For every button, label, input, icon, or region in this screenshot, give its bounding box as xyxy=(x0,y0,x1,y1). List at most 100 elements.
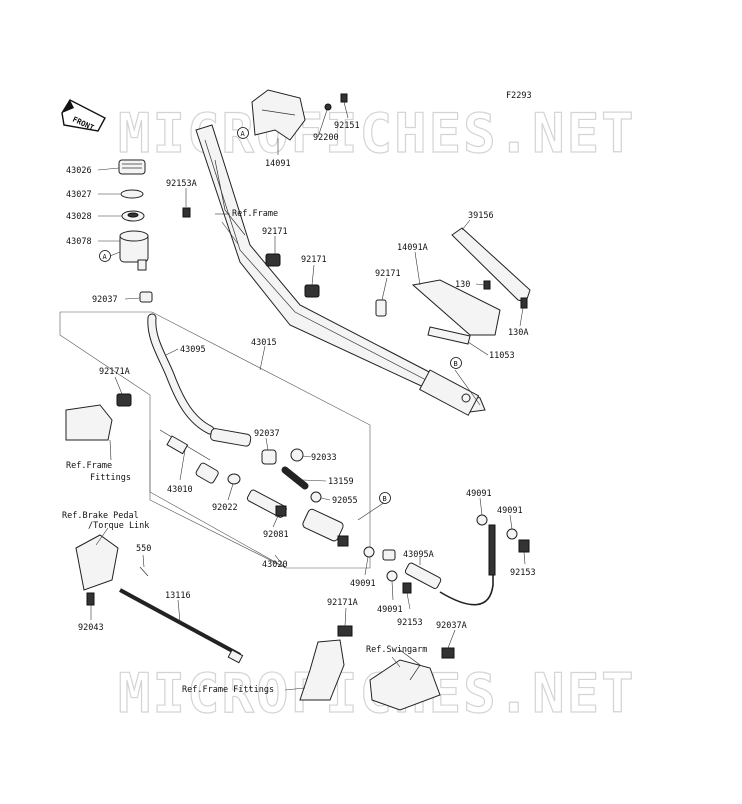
label-13159: 13159 xyxy=(328,477,354,487)
oring-92055 xyxy=(310,491,322,503)
ref-frame-fittings-bottom: Ref.Frame Fittings xyxy=(182,685,274,695)
spring-92081 xyxy=(275,505,287,517)
frame-fitting-left xyxy=(65,404,113,441)
clamp-92171-a xyxy=(265,253,281,267)
bolt-92153-c xyxy=(518,539,530,553)
svg-text:A: A xyxy=(241,130,246,138)
ref-brake-pedal-line2: /Torque Link xyxy=(88,521,149,531)
reservoir-tank xyxy=(119,230,149,271)
svg-text:B: B xyxy=(383,495,387,503)
callout-b-frame: B xyxy=(450,357,462,369)
clamp-92171-b xyxy=(304,284,320,298)
label-550: 550 xyxy=(136,544,151,554)
pushrod-13116 xyxy=(119,588,244,664)
washer-92200 xyxy=(324,103,332,111)
ref-swingarm-label: Ref.Swingarm xyxy=(366,645,427,655)
brake-pedal-bracket xyxy=(75,534,119,591)
bolt-130 xyxy=(483,280,491,290)
front-arrow-icon: FRONT xyxy=(61,99,106,133)
label-92151: 92151 xyxy=(334,121,360,131)
label-92037-upper: 92037 xyxy=(92,295,118,305)
label-49091-b: 49091 xyxy=(377,605,403,615)
washer-49091-b xyxy=(386,570,398,582)
label-43095: 43095 xyxy=(180,345,206,355)
bolt-92153-b xyxy=(402,582,412,594)
clamp-92037a xyxy=(441,647,455,659)
frame-fitting-lower xyxy=(299,639,345,701)
washer-49091-a xyxy=(363,546,375,558)
reservoir-plate xyxy=(120,189,144,199)
label-92055: 92055 xyxy=(332,496,358,506)
label-92200: 92200 xyxy=(313,133,339,143)
label-43010: 43010 xyxy=(167,485,193,495)
plate-11053 xyxy=(427,326,471,345)
pin-92043 xyxy=(86,592,95,606)
ref-frame-label: Ref.Frame xyxy=(232,209,278,219)
hose-13159 xyxy=(281,466,309,490)
ref-frame-fittings-line1: Ref.Frame xyxy=(66,461,112,471)
bracket-14091 xyxy=(251,89,306,141)
label-43028: 43028 xyxy=(66,212,92,222)
callout-a-reservoir: A xyxy=(99,250,111,262)
svg-text:A: A xyxy=(103,253,108,261)
reservoir-cap xyxy=(118,159,146,175)
label-43095a: 43095A xyxy=(403,550,434,560)
watermark-top: MICROFICHES.NET xyxy=(118,102,636,165)
label-39156: 39156 xyxy=(468,211,494,221)
label-14091a: 14091A xyxy=(397,243,428,253)
reservoir-hose xyxy=(147,313,215,435)
master-cylinder-body xyxy=(302,508,349,547)
label-92153a: 92153A xyxy=(166,179,197,189)
label-92037-mid: 92037 xyxy=(254,429,280,439)
svg-text:B: B xyxy=(454,360,458,368)
assembly-outline-43020 xyxy=(149,440,287,569)
brake-hose-43095a xyxy=(404,560,494,606)
label-92171a-lower: 92171A xyxy=(327,598,358,608)
swingarm-part xyxy=(369,659,441,711)
bolt-92153a xyxy=(182,207,191,218)
label-92171-c: 92171 xyxy=(375,269,401,279)
bolt-130a xyxy=(520,297,528,309)
label-13116: 13116 xyxy=(165,591,191,601)
guard-39156 xyxy=(451,227,531,303)
clamp-92171-c xyxy=(375,299,387,317)
hose-end-fitting xyxy=(488,524,496,576)
reservoir-diaphragm xyxy=(121,210,145,222)
clamp-92171a-lower xyxy=(337,625,353,637)
leader-lines xyxy=(90,101,526,691)
label-92171a-left: 92171A xyxy=(99,367,130,377)
label-43026: 43026 xyxy=(66,166,92,176)
label-92022: 92022 xyxy=(212,503,238,513)
label-49091-d: 49091 xyxy=(497,506,523,516)
label-49091-a: 49091 xyxy=(350,579,376,589)
pushrod-43010 xyxy=(159,429,211,461)
bolt-92151 xyxy=(340,93,348,103)
circlip-92022 xyxy=(227,473,241,485)
label-92153-b: 92153 xyxy=(397,618,423,628)
label-43027: 43027 xyxy=(66,190,92,200)
hose-clamp-92037 xyxy=(261,449,277,465)
label-130: 130 xyxy=(455,280,470,290)
label-92033: 92033 xyxy=(311,453,337,463)
label-49091-c: 49091 xyxy=(466,489,492,499)
label-92081: 92081 xyxy=(263,530,289,540)
label-92171-b: 92171 xyxy=(301,255,327,265)
hose-clamp-upper xyxy=(139,291,153,303)
label-11053: 11053 xyxy=(489,351,515,361)
label-92043: 92043 xyxy=(78,623,104,633)
cotter-pin-550 xyxy=(139,566,149,577)
callout-a-top: A xyxy=(237,127,249,139)
label-130a: 130A xyxy=(508,328,528,338)
banjo-fitting xyxy=(382,549,396,561)
callout-b-master: B xyxy=(379,492,391,504)
master-cylinder-pipe xyxy=(210,428,252,447)
ref-brake-pedal-line1: Ref.Brake Pedal xyxy=(62,511,139,521)
washer-49091-d xyxy=(506,528,518,540)
figure-code: F2293 xyxy=(506,91,532,101)
label-43078: 43078 xyxy=(66,237,92,247)
clamp-92171a-left xyxy=(116,393,132,407)
ref-frame-fittings-line2: Fittings xyxy=(90,473,131,483)
label-92171-a: 92171 xyxy=(262,227,288,237)
